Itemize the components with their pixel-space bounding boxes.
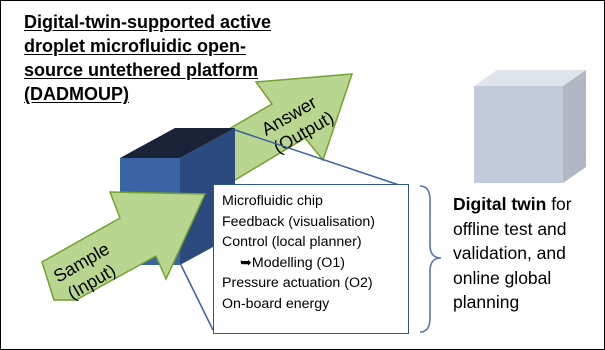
twin-front-face	[474, 86, 563, 183]
curly-brace	[419, 185, 442, 333]
component-item: Microfluidic chip	[222, 193, 323, 209]
component-item: Control (local planner)	[222, 234, 362, 250]
component-item: Feedback (visualisation)	[222, 213, 375, 230]
twin-line: validation, and	[453, 243, 566, 263]
component-item: Pressure actuation (O2)	[222, 275, 373, 291]
cube-top-face	[120, 128, 235, 158]
title-line: (DADMOUP)	[24, 84, 129, 104]
input-arrow	[41, 191, 207, 301]
component-item-label: Modelling (O1)	[251, 254, 345, 271]
component-item-sub: ➥Modelling (O1)	[222, 253, 408, 274]
twin-top-face	[474, 70, 586, 86]
callout-line-top	[234, 129, 406, 188]
title-line: Digital-twin-supported active	[24, 12, 272, 32]
twin-line: planning	[453, 292, 520, 312]
callout-line-bottom	[179, 262, 214, 331]
component-item: On-board energy	[222, 295, 330, 312]
twin-line-rest: for	[546, 194, 572, 214]
sub-arrow-icon: ➥	[240, 254, 252, 271]
title-line: source untethered platform	[24, 60, 259, 80]
twin-line: offline test and	[453, 218, 567, 239]
twin-side-face	[563, 70, 586, 183]
twin-line: Digital twin for	[453, 192, 603, 217]
platform-components-box: Microfluidic chip Feedback (visualisatio…	[213, 184, 409, 334]
page-title: Digital-twin-supported active droplet mi…	[24, 10, 314, 106]
title-line: droplet microfluidic open-	[24, 36, 247, 56]
twin-bold-label: Digital twin	[453, 194, 547, 214]
digital-twin-description: Digital twin for offline test and valida…	[453, 192, 603, 315]
twin-line: online global	[453, 267, 552, 288]
